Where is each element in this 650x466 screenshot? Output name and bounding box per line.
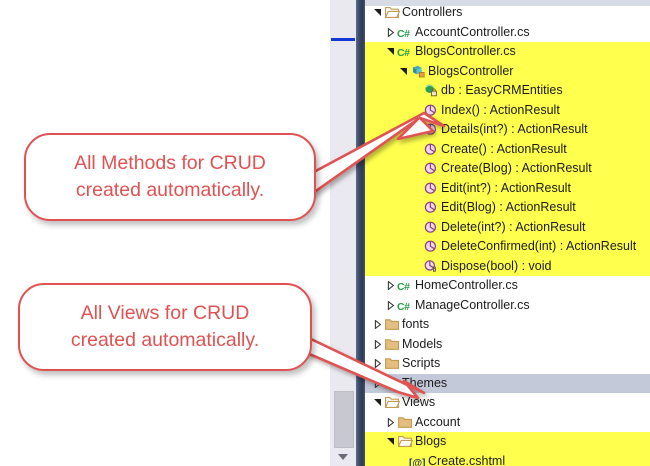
- tree-item-accountcontroller-cs[interactable]: C#AccountController.cs: [365, 23, 650, 43]
- tree-item-edit-blog-actionresult[interactable]: Edit(Blog) : ActionResult: [365, 198, 650, 218]
- tree-item-label: Index() : ActionResult: [441, 102, 560, 117]
- tree-item-create-blog-actionresult[interactable]: Create(Blog) : ActionResult: [365, 159, 650, 179]
- tree-item-label: Models: [402, 336, 443, 351]
- tree-item-label: BlogsController.cs: [415, 44, 516, 58]
- tree-item-label: db : EasyCRMEntities: [441, 83, 563, 97]
- tree-item-create-actionresult[interactable]: Create() : ActionResult: [365, 139, 650, 159]
- tree-item-label: Account: [415, 414, 461, 429]
- tree-item-blogs[interactable]: Blogs: [365, 432, 650, 452]
- tree-item-homecontroller-cs[interactable]: C#HomeController.cs: [365, 276, 650, 296]
- tree-item-label: Controllers: [402, 5, 463, 19]
- tree-item-themes[interactable]: Themes: [365, 373, 650, 393]
- tree-item-label: Scripts: [402, 356, 441, 370]
- tree-item-managecontroller-cs[interactable]: C#ManageController.cs: [365, 296, 650, 316]
- tree-item-deleteconfirmed-int-actionresult[interactable]: DeleteConfirmed(int) : ActionResult: [365, 237, 650, 257]
- tree-item-label: fonts: [402, 317, 430, 331]
- tree-item-label: AccountController.cs: [415, 24, 530, 39]
- blue-marker-line: [331, 38, 355, 41]
- tree-item-models[interactable]: Models: [365, 335, 650, 355]
- callout-methods: All Methods for CRUD created automatical…: [24, 133, 316, 221]
- tree-item-db-easycrmentities[interactable]: db : EasyCRMEntities: [365, 81, 650, 101]
- callout-views-line2: created automatically.: [70, 329, 260, 351]
- tree-item-label: Dispose(bool) : void: [441, 258, 552, 273]
- scroll-down-arrow[interactable]: [334, 450, 352, 464]
- tree-item-label: Themes: [402, 375, 448, 390]
- tree-item-index-actionresult[interactable]: Index() : ActionResult: [365, 100, 650, 120]
- tree-item-label: DeleteConfirmed(int) : ActionResult: [441, 239, 637, 253]
- tree-item-label: Create.cshtml: [428, 453, 506, 466]
- tree-item-dispose-bool-void[interactable]: Dispose(bool) : void: [365, 256, 650, 276]
- tree-item-edit-int-actionresult[interactable]: Edit(int?) : ActionResult: [365, 178, 650, 198]
- tree-item-label: Delete(int?) : ActionResult: [441, 219, 586, 234]
- tree-item-label: BlogsController: [428, 63, 514, 78]
- panel-top-strip: [365, 0, 650, 6]
- slide-canvas: [0, 0, 330, 466]
- tree-item-label: HomeController.cs: [415, 278, 518, 292]
- tree-item-label: Edit(int?) : ActionResult: [441, 180, 571, 195]
- tree-item-controllers[interactable]: Controllers: [365, 3, 650, 23]
- tree-item-label: Details(int?) : ActionResult: [441, 122, 588, 136]
- callout-methods-line1: All Methods for CRUD: [74, 152, 266, 174]
- callout-methods-line2: created automatically.: [75, 179, 265, 201]
- tree-item-label: ManageController.cs: [415, 297, 530, 312]
- vertical-scroll-thumb[interactable]: [334, 391, 354, 448]
- tree-item-blogscontroller-cs[interactable]: C#BlogsController.cs: [365, 42, 650, 62]
- tree-item-fonts[interactable]: fonts: [365, 315, 650, 335]
- tree-item-blogscontroller[interactable]: BlogsController: [365, 61, 650, 81]
- tree-item-label: Create(Blog) : ActionResult: [441, 161, 592, 175]
- tree-item-scripts[interactable]: Scripts: [365, 354, 650, 374]
- tree-item-label: Edit(Blog) : ActionResult: [441, 200, 576, 214]
- callout-views: All Views for CRUD created automatically…: [18, 283, 312, 371]
- tree-item-views[interactable]: Views: [365, 393, 650, 413]
- panel-divider: [356, 0, 365, 466]
- tree-item-account[interactable]: Account: [365, 413, 650, 433]
- callout-views-line1: All Views for CRUD: [80, 302, 250, 324]
- tree-item-label: Blogs: [415, 434, 447, 448]
- tree-item-details-int-actionresult[interactable]: Details(int?) : ActionResult: [365, 120, 650, 140]
- tree-item-delete-int-actionresult[interactable]: Delete(int?) : ActionResult: [365, 217, 650, 237]
- tree-item-label: Create() : ActionResult: [441, 141, 567, 156]
- tree-item-label: Views: [402, 395, 436, 409]
- tree-item-create-cshtml[interactable]: [@]Create.cshtml: [365, 451, 650, 466]
